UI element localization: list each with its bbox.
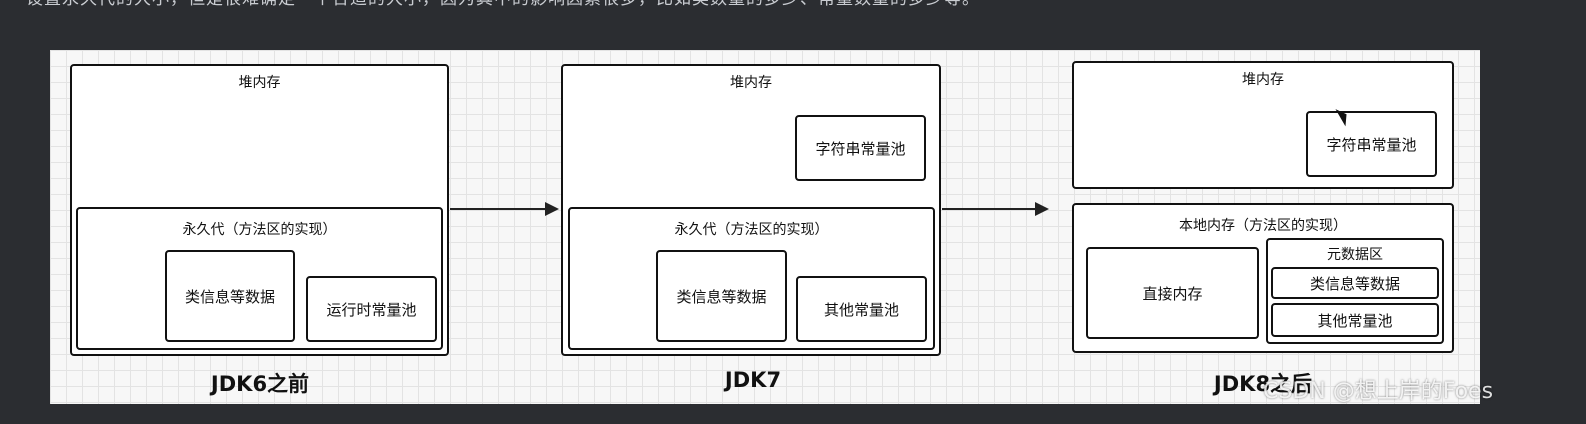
jdk6-caption: JDK6之前 <box>210 372 310 396</box>
arrow-jdk7-to-jdk8 <box>942 202 1049 216</box>
jdk7-class-info-box: 类信息等数据 <box>656 250 787 342</box>
jdk6-perm-label: 永久代（方法区的实现） <box>182 222 337 238</box>
jdk8-caption: JDK8之后 <box>1213 372 1313 396</box>
jdk6-heap-label: 堆内存 <box>238 75 281 91</box>
diagram-canvas: 堆内存 永久代（方法区的实现） 类信息等数据 运行时常量池 堆内存 字符串常量池… <box>50 50 1480 404</box>
jdk7-heap-label: 堆内存 <box>730 75 772 91</box>
article-top-text: 设置永久代的大小，但是很难确定一个合适的大小，因为其中的影响因素很多，比如类数量… <box>26 0 980 9</box>
arrow-jdk6-to-jdk7 <box>450 202 559 216</box>
csdn-watermark: CSDN @想上岸的Foes <box>1263 379 1494 404</box>
jdk8-heap-label: 堆内存 <box>1242 72 1284 88</box>
jdk8-direct-memory-box: 直接内存 <box>1086 247 1259 339</box>
jdk6-class-info-box: 类信息等数据 <box>165 250 295 342</box>
jdk7-perm-label: 永久代（方法区的实现） <box>674 222 829 238</box>
jdk8-other-pool-box: 其他常量池 <box>1271 303 1439 337</box>
jdk7-string-pool-box: 字符串常量池 <box>795 115 926 181</box>
jdk8-metaspace-label: 元数据区 <box>1327 247 1383 263</box>
jdk8-class-info-box: 类信息等数据 <box>1271 267 1439 299</box>
jdk7-caption: JDK7 <box>724 368 782 392</box>
jdk6-runtime-pool-box: 运行时常量池 <box>306 276 437 342</box>
jdk8-native-label: 本地内存（方法区的实现） <box>1179 218 1347 234</box>
jdk7-other-pool-box: 其他常量池 <box>796 276 927 342</box>
jdk8-string-pool-box: 字符串常量池 <box>1306 111 1437 177</box>
